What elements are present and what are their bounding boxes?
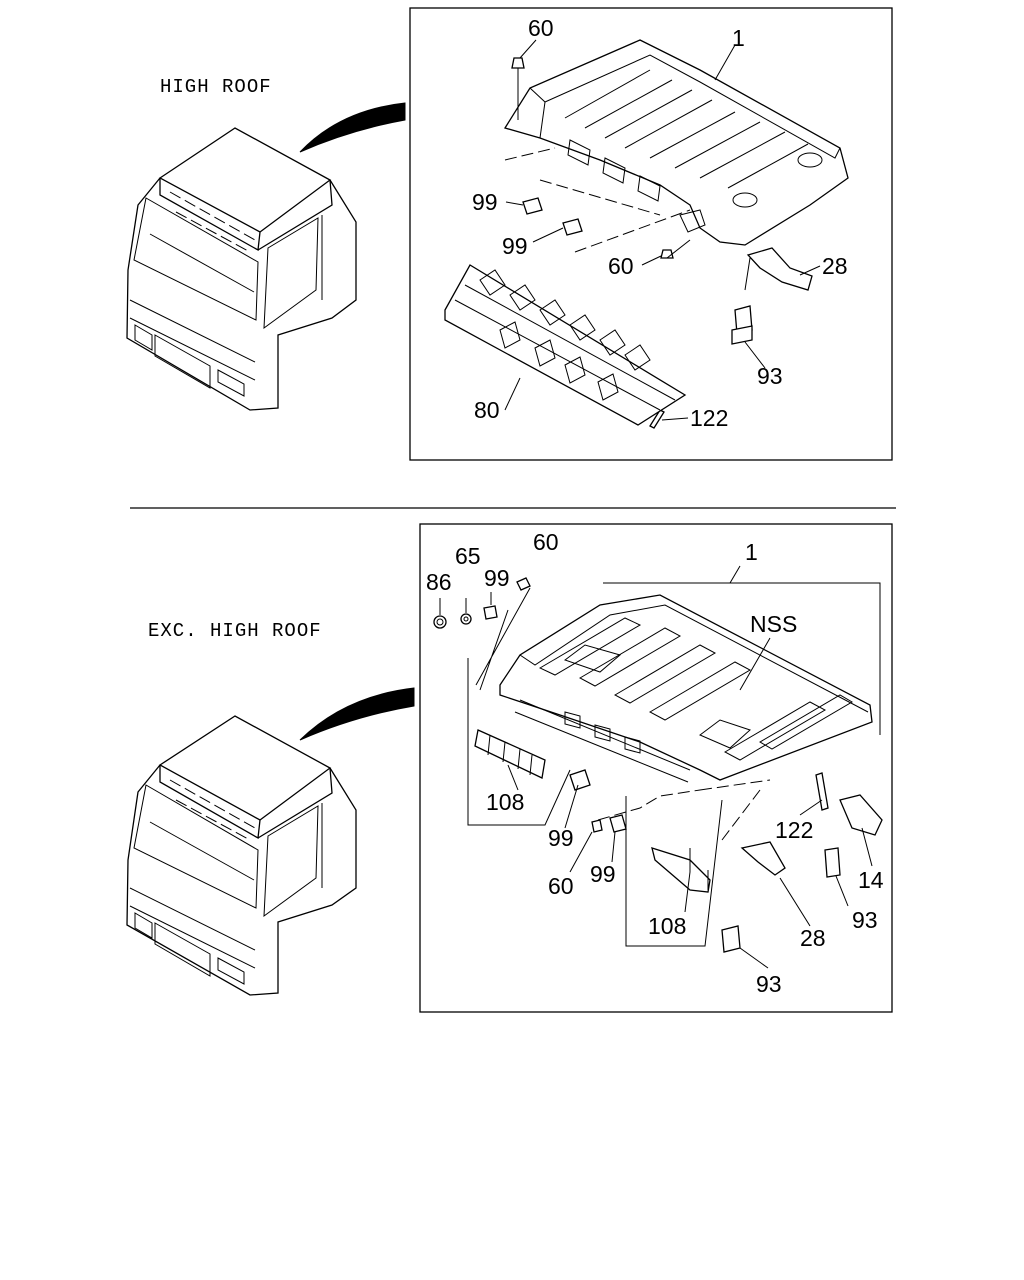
callout-99: 99 [590,861,616,887]
high-roof-section: HIGH ROOF [126,7,893,461]
callout-99: 99 [484,565,510,591]
callout-93: 93 [756,971,782,997]
callout-leaders [507,565,873,969]
callout-28: 28 [800,925,826,951]
callout-nss: NSS [750,611,797,637]
rail-part-80 [444,264,687,426]
callout-99: 99 [472,189,498,215]
clips-and-brackets [504,57,813,429]
callout-122: 122 [690,405,728,431]
callout-80: 80 [474,397,500,423]
callout-labels: 60 65 86 99 1 NSS 108 99 60 99 108 122 1… [426,529,884,997]
callout-108: 108 [486,789,524,815]
callout-labels: 60 1 99 99 60 28 93 80 122 [472,15,848,431]
group-bracket [467,658,571,826]
callout-60: 60 [548,873,574,899]
cab-illustration-high-roof [126,102,406,411]
cab-illustration-standard-roof [126,687,415,996]
roof-panel-part-1 [499,594,873,783]
callout-99: 99 [502,233,528,259]
roof-panel-part-1 [503,39,849,246]
section-caption: EXC. HIGH ROOF [148,620,322,642]
callout-60: 60 [533,529,559,555]
callout-99: 99 [548,825,574,851]
callout-86: 86 [426,569,452,595]
section-caption: HIGH ROOF [160,76,272,98]
group-bracket [603,582,881,735]
callout-108: 108 [648,913,686,939]
callout-1: 1 [732,25,745,51]
callout-65: 65 [455,543,481,569]
exc-high-roof-section: EXC. HIGH ROOF [126,523,893,1013]
callout-60: 60 [528,15,554,41]
callout-122: 122 [775,817,813,843]
callout-93: 93 [852,907,878,933]
callout-28: 28 [822,253,848,279]
fasteners-and-brackets [433,577,883,953]
callout-1: 1 [745,539,758,565]
callout-14: 14 [858,867,884,893]
callout-leaders [504,39,821,421]
group-bracket [625,796,723,947]
callout-93: 93 [757,363,783,389]
callout-60: 60 [608,253,634,279]
